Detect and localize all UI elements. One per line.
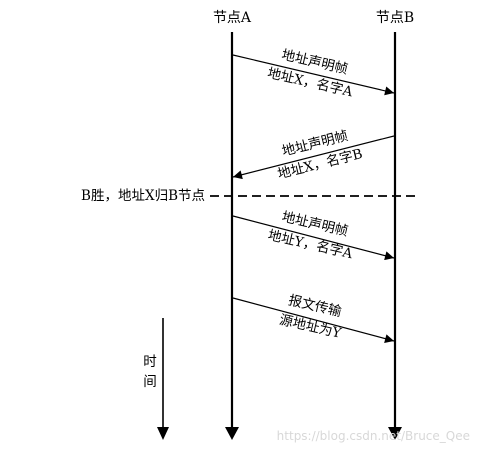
time-axis-label-bottom: 间 (143, 374, 157, 390)
node-a-label: 节点A (213, 10, 252, 26)
node-b-label: 节点B (376, 10, 414, 26)
event-label: B胜，地址X归B节点 (81, 187, 205, 204)
message-1-arrow (232, 54, 395, 96)
lifeline-b (388, 32, 402, 440)
message-2-arrow (232, 135, 395, 180)
message-4-arrow (232, 297, 395, 344)
message-3-arrow (232, 215, 395, 261)
time-axis-arrow (157, 318, 169, 440)
lifeline-a (225, 32, 239, 440)
watermark: https://blog.csdn.net/Bruce_Qee (277, 429, 470, 443)
time-axis-label-top: 时 (143, 354, 157, 370)
